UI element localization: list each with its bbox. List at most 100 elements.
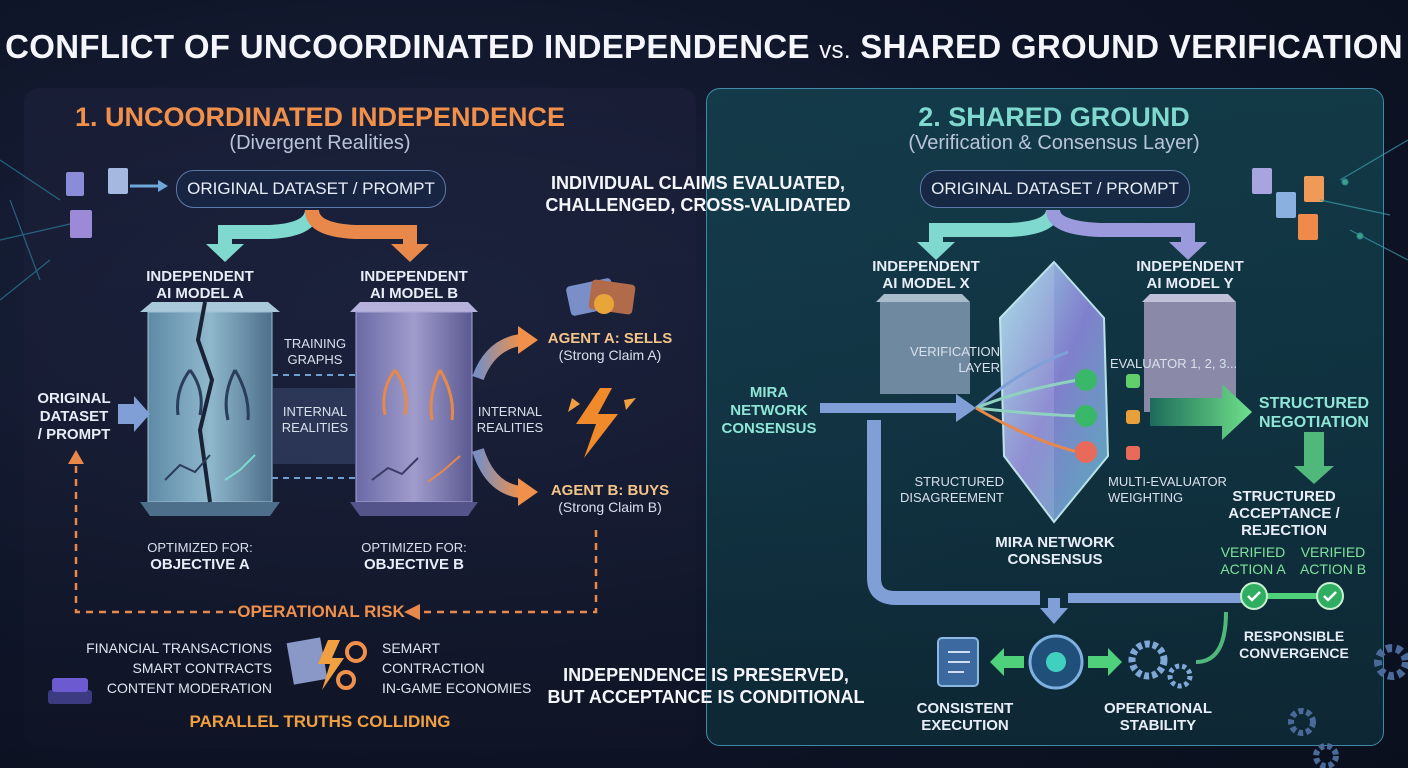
left-input-label: ORIGINAL DATASET / PROMPT <box>24 390 124 444</box>
operational-stability: OPERATIONAL STABILITY <box>1090 700 1226 734</box>
ir1-line2: REALITIES <box>270 420 360 436</box>
training-graphs-label: TRAINING GRAPHS <box>270 336 360 368</box>
model-y-line1: INDEPENDENT <box>1110 258 1270 275</box>
right-heading: 2. SHARED GROUND <box>800 102 1308 133</box>
left-footer: PARALLEL TRUTHS COLLIDING <box>170 712 470 732</box>
down-arrow-acceptance <box>1294 432 1334 484</box>
title-left: CONFLICT OF UNCOORDINATED INDEPENDENCE <box>5 28 810 65</box>
opt-a-line1: OPTIMIZED FOR: <box>120 540 280 556</box>
domain-content-moderation: CONTENT MODERATION <box>70 678 272 698</box>
mira-bottom-line1: MIRA NETWORK <box>980 534 1130 551</box>
model-a-line1: INDEPENDENT <box>120 268 280 285</box>
rc-line2: CONVERGENCE <box>1226 645 1362 662</box>
ir2-line2: REALITIES <box>470 420 550 436</box>
split-arrow-b <box>312 210 410 246</box>
model-x-line1: INDEPENDENT <box>846 258 1006 275</box>
training-line2: GRAPHS <box>270 352 360 368</box>
rc-line1: RESPONSIBLE <box>1226 628 1362 645</box>
agent-a: AGENT A: SELLS (Strong Claim A) <box>540 330 680 363</box>
model-y-line2: AI MODEL Y <box>1110 275 1270 292</box>
hub-arrow-right <box>1088 648 1122 676</box>
acc-line2: ACCEPTANCE / REJECTION <box>1186 505 1382 539</box>
center-claims: INDIVIDUAL CLAIMS EVALUATED, CHALLENGED,… <box>520 172 876 216</box>
verification-layer-label: VERIFICATION LAYER <box>900 344 1000 376</box>
opt-a-line2: OBJECTIVE A <box>120 556 280 573</box>
ce-line1: CONSISTENT <box>900 700 1030 717</box>
model-x-line2: AI MODEL X <box>846 275 1006 292</box>
evaluators-label: EVALUATOR 1, 2, 3... <box>1110 356 1240 372</box>
va-line1: VERIFIED <box>1210 544 1296 561</box>
input-line2: DATASET <box>24 408 124 426</box>
gears-decoration-right <box>1291 648 1406 766</box>
left-dataset-pill: ORIGINAL DATASET / PROMPT <box>176 170 446 208</box>
mira-left-line2: NETWORK <box>714 402 824 420</box>
model-b-label: INDEPENDENT AI MODEL B <box>334 268 494 302</box>
verification-line2: LAYER <box>900 360 1000 376</box>
contracts-icon <box>287 637 365 690</box>
hub-arrow-left <box>990 648 1024 676</box>
check-verified-b <box>1317 583 1343 609</box>
hub-icon <box>1030 636 1082 688</box>
mira-left-line1: MIRA <box>714 384 824 402</box>
os-line1: OPERATIONAL <box>1090 700 1226 717</box>
optimized-a: OPTIMIZED FOR: OBJECTIVE A <box>120 540 280 573</box>
optimized-b: OPTIMIZED FOR: OBJECTIVE B <box>334 540 494 573</box>
os-line2: STABILITY <box>1090 717 1226 734</box>
split-arrow-a <box>225 210 312 246</box>
input-line1: ORIGINAL <box>24 390 124 408</box>
pillar-model-y <box>1142 294 1236 412</box>
agent-b-title: AGENT B: BUYS <box>540 482 680 499</box>
document-icons-right <box>1252 168 1324 240</box>
center-bottom: INDEPENDENCE IS PRESERVED, BUT ACCEPTANC… <box>516 664 896 708</box>
crystal-verification-layer <box>1000 262 1108 522</box>
money-icon <box>565 278 635 317</box>
training-line1: TRAINING <box>270 336 360 352</box>
split-arrow-b-head <box>391 244 429 262</box>
consistent-execution: CONSISTENT EXECUTION <box>900 700 1030 734</box>
acc-line1: STRUCTURED <box>1186 488 1382 505</box>
mira-bottom-line2: CONSENSUS <box>980 551 1130 568</box>
split-arrow-y <box>1053 210 1188 244</box>
ir1-line1: INTERNAL <box>270 404 360 420</box>
internal-realities-label-2: INTERNAL REALITIES <box>470 404 550 436</box>
network-lines-left <box>0 160 70 300</box>
structured-acceptance: STRUCTURED ACCEPTANCE / REJECTION <box>1186 488 1382 539</box>
mira-consensus-left: MIRA NETWORK CONSENSUS <box>714 384 824 438</box>
model-a-line2: AI MODEL A <box>120 285 280 302</box>
right-subheading: (Verification & Consensus Layer) <box>800 132 1308 155</box>
title-vs: vs. <box>819 37 851 64</box>
pillar-model-b <box>350 302 478 516</box>
ir2-line1: INTERNAL <box>470 404 550 420</box>
check-verified-a <box>1241 583 1267 609</box>
model-x-label: INDEPENDENT AI MODEL X <box>846 258 1006 292</box>
left-heading: 1. UNCOORDINATED INDEPENDENCE <box>60 102 580 133</box>
arrow-to-agent-b <box>478 450 520 492</box>
structured-disagreement-label: STRUCTURED DISAGREEMENT <box>898 474 1004 506</box>
internal-realities-label-1: INTERNAL REALITIES <box>270 404 360 436</box>
opt-b-line2: OBJECTIVE B <box>334 556 494 573</box>
va-line2: ACTION A <box>1210 561 1296 578</box>
page-title: CONFLICT OF UNCOORDINATED INDEPENDENCE v… <box>0 28 1408 66</box>
sd-line2: DISAGREEMENT <box>898 490 1004 506</box>
verified-action-a: VERIFIED ACTION A <box>1210 544 1296 578</box>
sd-line1: STRUCTURED <box>898 474 1004 490</box>
structured-negotiation: STRUCTURED NEGOTIATION <box>1250 394 1378 432</box>
neg-line2: NEGOTIATION <box>1250 413 1378 432</box>
model-b-line2: AI MODEL B <box>334 285 494 302</box>
model-y-label: INDEPENDENT AI MODEL Y <box>1110 258 1270 292</box>
convergence-line <box>1196 612 1226 662</box>
vb-line1: VERIFIED <box>1290 544 1376 561</box>
right-dataset-pill: ORIGINAL DATASET / PROMPT <box>920 170 1190 208</box>
operational-risk: OPERATIONAL RISK <box>236 602 406 622</box>
agent-a-claim: (Strong Claim A) <box>540 347 680 363</box>
split-arrow-a-head <box>206 244 244 262</box>
model-b-line1: INDEPENDENT <box>334 268 494 285</box>
bottom-line1: INDEPENDENCE IS PRESERVED, <box>516 664 896 686</box>
arrow-to-agent-a <box>478 340 520 378</box>
lightning-icon <box>568 388 636 458</box>
claims-line1: INDIVIDUAL CLAIMS EVALUATED, <box>520 172 876 194</box>
agent-b: AGENT B: BUYS (Strong Claim B) <box>540 482 680 515</box>
title-right: SHARED GROUND VERIFICATION <box>860 28 1403 65</box>
mira-consensus-bottom: MIRA NETWORK CONSENSUS <box>980 534 1130 568</box>
agent-b-claim: (Strong Claim B) <box>540 499 680 515</box>
